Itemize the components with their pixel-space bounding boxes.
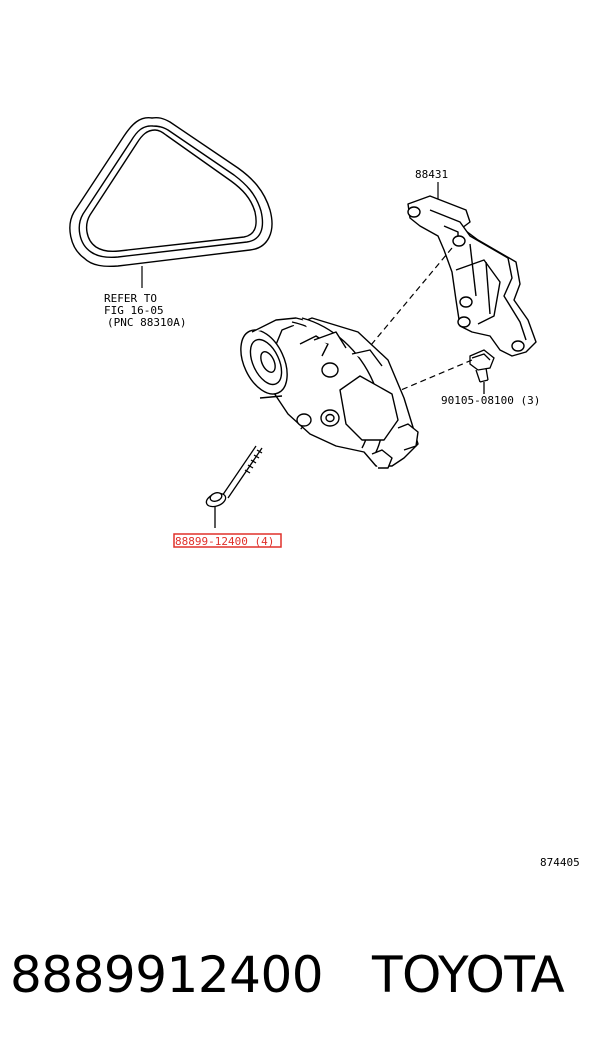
alignment-lines: [299, 247, 473, 431]
footer: 8889912400 TOYOTA: [0, 940, 600, 1010]
compressor-bracket[interactable]: [407, 195, 537, 357]
bracket-part-label: 88431: [415, 168, 448, 181]
footer-part-number: 8889912400: [10, 946, 324, 1004]
drive-belt[interactable]: [69, 116, 273, 288]
belt-reference-line3: (PNC 88310A): [107, 316, 186, 329]
bracket-bolt-label: 90105-08100 (3): [441, 394, 540, 407]
belt-reference-line1: REFER TO: [104, 292, 157, 305]
compressor-bolt-label[interactable]: 88899-12400 (4): [175, 535, 274, 548]
footer-brand: TOYOTA: [372, 946, 565, 1004]
ac-compressor[interactable]: [232, 317, 419, 469]
highlight-box: [173, 533, 282, 548]
compressor-bolt[interactable]: [205, 445, 263, 528]
bracket-bolt[interactable]: [469, 349, 495, 394]
belt-reference-line2: FIG 16-05: [104, 304, 164, 317]
figure-number: 874405: [540, 856, 580, 869]
